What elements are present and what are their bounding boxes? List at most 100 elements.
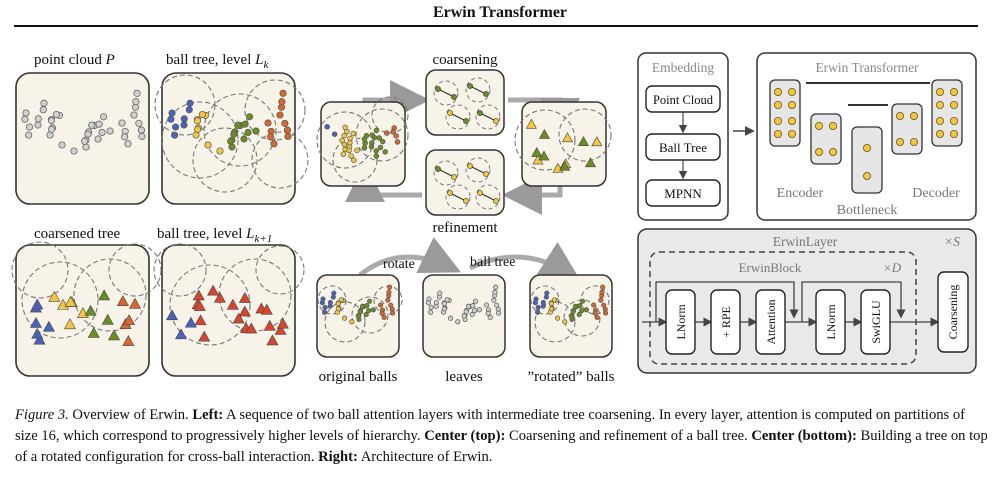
point-dot: [483, 91, 489, 97]
triangle-mark: [198, 330, 211, 342]
ball-circle: [244, 79, 306, 141]
point-dot: [467, 163, 473, 169]
point-dot: [473, 298, 479, 304]
token-dot: [950, 88, 959, 97]
caption-left-bold: Left:: [192, 407, 224, 423]
residual-1: [655, 281, 799, 322]
point-dot: [354, 147, 360, 154]
point-dot: [322, 304, 328, 310]
point-dot: [240, 135, 248, 143]
center-bottom-section: rotate ball tree original balls leaves ”…: [316, 236, 615, 385]
ball-circle: [355, 108, 409, 162]
point-dot: [324, 124, 330, 130]
arrow-rotate: [358, 236, 462, 277]
point-dot: [58, 141, 66, 149]
point-dot: [393, 133, 399, 139]
times-d: ×D: [883, 260, 902, 275]
point-dot: [39, 106, 47, 114]
point-dot: [335, 306, 341, 312]
point-dot: [570, 309, 576, 315]
point-dot: [535, 309, 541, 315]
token-dot: [774, 117, 783, 126]
edge-line: [469, 85, 487, 95]
op-attention-label: Attention: [764, 299, 778, 344]
ball-circle: [153, 243, 207, 297]
triangle-mark: [260, 303, 273, 315]
point-dot: [135, 119, 143, 127]
triangle-mark: [274, 323, 287, 335]
point-dot: [241, 120, 249, 128]
point-dot: [346, 147, 352, 154]
triangle-mark: [116, 295, 129, 306]
point-dot: [385, 297, 391, 303]
triangle-mark: [31, 327, 44, 339]
ball-circle: [475, 184, 501, 210]
point-dot: [284, 132, 292, 140]
figure-title: Erwin Transformer: [432, 4, 568, 21]
caption-intro: Overview of Erwin.: [68, 407, 193, 423]
point-dot: [281, 119, 289, 127]
op-coarsening: [937, 271, 969, 353]
point-dot: [386, 289, 392, 295]
caption-center-top-text: Coarsening and refinement of a ball tree…: [505, 428, 752, 444]
panel-coarse-balls: [521, 101, 607, 187]
edge-line: [449, 112, 467, 122]
point-dot: [230, 130, 238, 138]
ball-circle: [332, 137, 378, 183]
ball-circle: [251, 131, 309, 189]
label-ball-tree-lk: ball tree, level Lk: [166, 52, 269, 71]
triangle-mark: [525, 118, 537, 129]
label-coarsening: coarsening: [433, 52, 498, 68]
caption-center-bottom-bold: Center (bottom):: [751, 428, 857, 444]
point-dot: [21, 115, 29, 123]
point-dot: [70, 147, 78, 155]
label-original-balls: original balls: [319, 369, 398, 385]
point-dot: [133, 89, 141, 97]
triangle-mark: [108, 329, 121, 341]
point-dot: [483, 171, 489, 177]
ball-circle: [371, 96, 409, 134]
point-dot: [368, 143, 375, 150]
arrow-ball-tree: [468, 241, 581, 281]
original-balls-points: [317, 284, 403, 343]
ball-circle: [21, 261, 99, 339]
ball-circle: [558, 108, 612, 162]
caption-right-bold: Right:: [318, 449, 358, 465]
transformer-title: Erwin Transformer: [815, 60, 919, 75]
triangle-mark: [263, 319, 276, 331]
transformer-dots: [774, 88, 959, 180]
point-dot: [94, 135, 102, 143]
triangle-mark: [33, 333, 46, 345]
point-dot: [322, 309, 328, 315]
point-dot: [364, 303, 370, 309]
coarse-ball-triangles: [514, 108, 612, 173]
point-dot: [437, 290, 443, 296]
edge-line: [469, 165, 487, 175]
triangle-mark: [538, 128, 550, 139]
point-dot: [357, 309, 363, 315]
triangle-mark: [238, 292, 251, 303]
op-rpe: [710, 289, 741, 355]
point-dot: [583, 307, 589, 313]
ball-circle: [317, 285, 347, 315]
enc-block-2: [810, 113, 842, 165]
label-coarsened-tree: coarsened tree: [34, 226, 121, 242]
point-dot: [387, 284, 393, 290]
op-rpe-label: + RPE: [719, 306, 733, 338]
point-dot: [22, 109, 30, 117]
box-mpnn: [645, 179, 721, 207]
ball-circle: [73, 258, 147, 332]
box-mpnn-label: MPNN: [664, 186, 702, 201]
point-dot: [363, 132, 370, 139]
point-dot: [351, 157, 357, 163]
triangle-mark: [98, 289, 111, 301]
op-lnorm-1-label: LNorm: [674, 304, 688, 340]
coarsened-triangles: [11, 241, 162, 346]
ball-tree-points: [154, 74, 309, 193]
point-dot: [580, 298, 586, 304]
point-dot: [25, 131, 33, 139]
token-dot: [896, 112, 905, 121]
triangle-mark: [166, 309, 179, 321]
point-dot: [167, 115, 175, 123]
token-dot: [910, 137, 919, 146]
